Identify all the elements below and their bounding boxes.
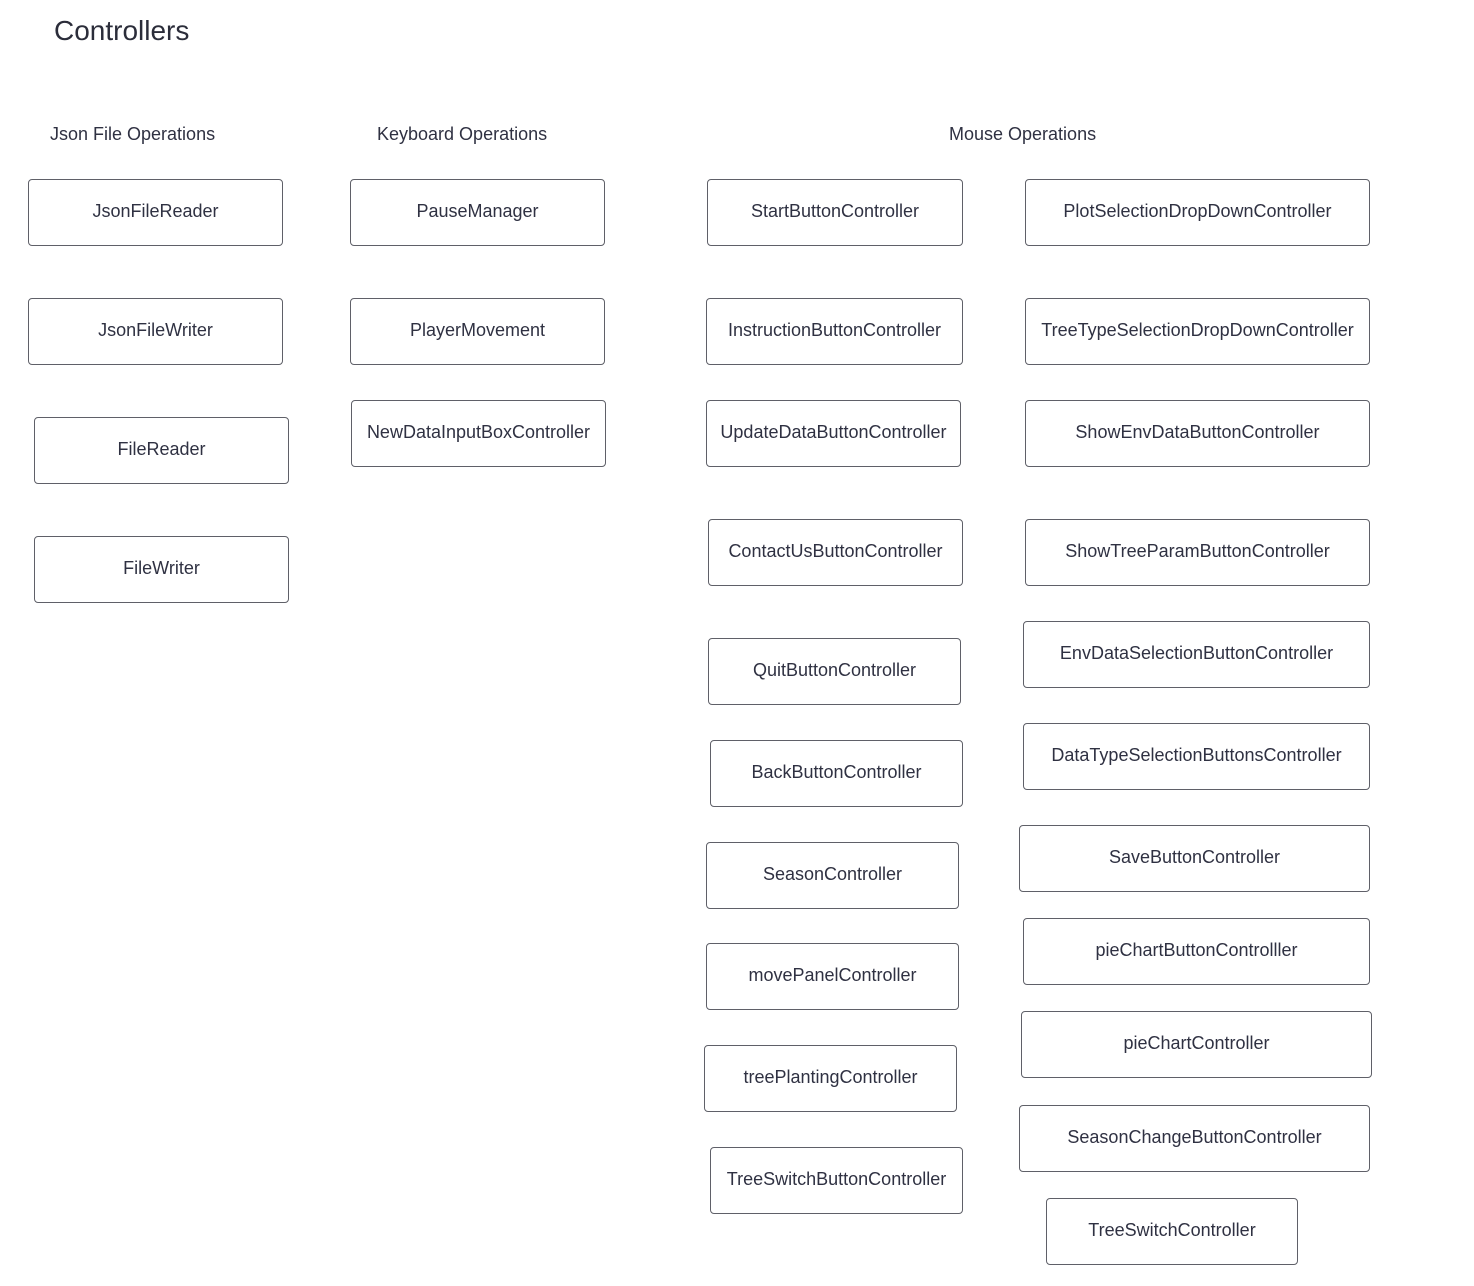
- start-button-controller-box: StartButtonController: [707, 179, 963, 246]
- instruction-button-controller-box: InstructionButtonController: [706, 298, 963, 365]
- season-change-button-controller-box: SeasonChangeButtonController: [1019, 1105, 1370, 1172]
- file-reader-box: FileReader: [34, 417, 289, 484]
- tree-planting-controller-box: treePlantingController: [704, 1045, 957, 1112]
- pie-chart-controller-box: pieChartController: [1021, 1011, 1372, 1078]
- data-type-selection-buttons-controller-box: DataTypeSelectionButtonsController: [1023, 723, 1370, 790]
- contact-us-button-controller-box: ContactUsButtonController: [708, 519, 963, 586]
- show-env-data-button-controller-box: ShowEnvDataButtonController: [1025, 400, 1370, 467]
- tree-switch-button-controller-box: TreeSwitchButtonController: [710, 1147, 963, 1214]
- json-file-writer-box: JsonFileWriter: [28, 298, 283, 365]
- plot-selection-dropdown-controller-box: PlotSelectionDropDownController: [1025, 179, 1370, 246]
- tree-type-selection-dropdown-controller-box: TreeTypeSelectionDropDownController: [1025, 298, 1370, 365]
- tree-switch-controller-box: TreeSwitchController: [1046, 1198, 1298, 1265]
- mouse-operations-heading: Mouse Operations: [949, 124, 1097, 144]
- keyboard-operations-heading: Keyboard Operations: [377, 124, 548, 144]
- save-button-controller-box: SaveButtonController: [1019, 825, 1370, 892]
- show-tree-param-button-controller-box: ShowTreeParamButtonController: [1025, 519, 1370, 586]
- season-controller-box: SeasonController: [706, 842, 959, 909]
- player-movement-box: PlayerMovement: [350, 298, 605, 365]
- quit-button-controller-box: QuitButtonController: [708, 638, 961, 705]
- back-button-controller-box: BackButtonController: [710, 740, 963, 807]
- env-data-selection-button-controller-box: EnvDataSelectionButtonController: [1023, 621, 1370, 688]
- file-writer-box: FileWriter: [34, 536, 289, 603]
- pie-chart-button-controller-box: pieChartButtonControlller: [1023, 918, 1370, 985]
- update-data-button-controller-box: UpdateDataButtonController: [706, 400, 961, 467]
- new-data-input-box-controller-box: NewDataInputBoxController: [351, 400, 606, 467]
- page-title: Controllers: [54, 15, 190, 46]
- move-panel-controller-box: movePanelController: [706, 943, 959, 1010]
- json-file-operations-heading: Json File Operations: [50, 124, 216, 144]
- pause-manager-box: PauseManager: [350, 179, 605, 246]
- json-file-reader-box: JsonFileReader: [28, 179, 283, 246]
